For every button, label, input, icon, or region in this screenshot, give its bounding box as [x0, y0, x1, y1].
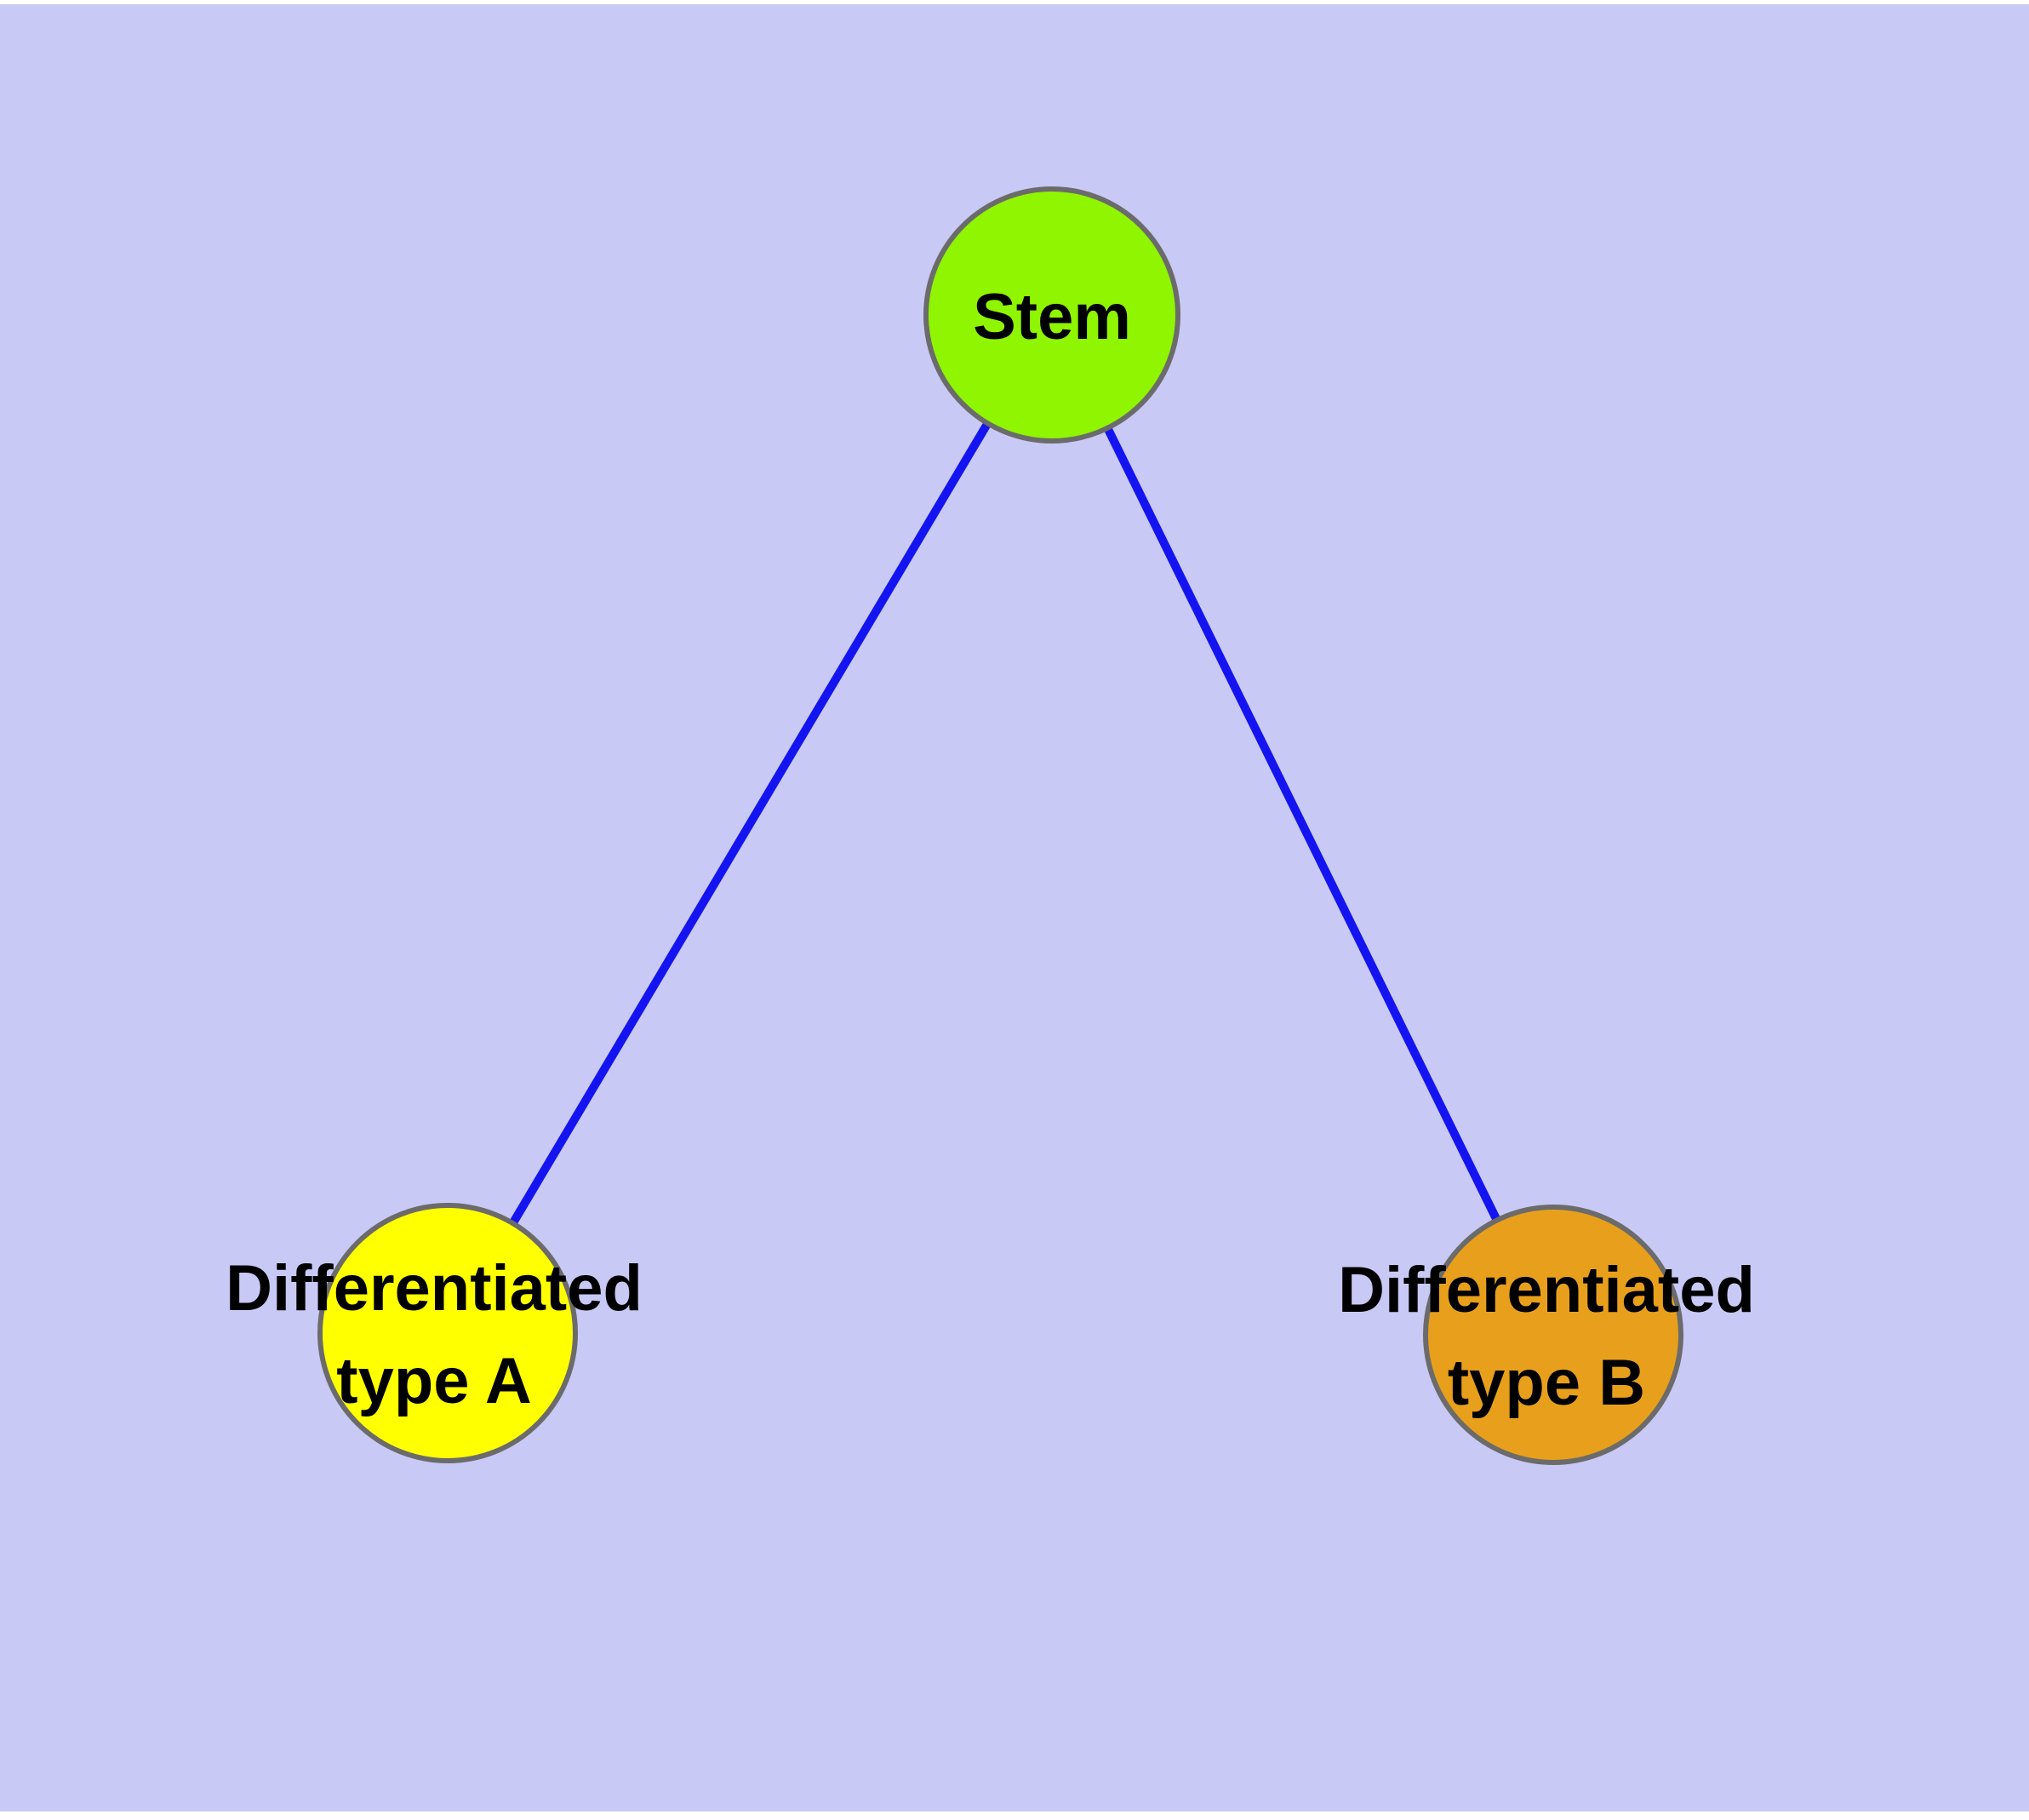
node-type-a-label-line1: Differentiated: [226, 1252, 643, 1325]
node-type-b-label-line1: Differentiated: [1338, 1254, 1755, 1326]
node-type-a-circle: [317, 1203, 578, 1463]
node-stem-circle: [923, 186, 1180, 444]
node-stem-label: Stem: [973, 281, 1131, 353]
edge-stem-to-type-a: [443, 312, 1056, 1336]
node-type-b-circle: [1423, 1205, 1683, 1465]
node-type-a-label-line2: type A: [336, 1345, 531, 1417]
node-type-b-label-line2: type B: [1448, 1347, 1645, 1419]
edge-stem-to-type-b: [1048, 312, 1557, 1337]
